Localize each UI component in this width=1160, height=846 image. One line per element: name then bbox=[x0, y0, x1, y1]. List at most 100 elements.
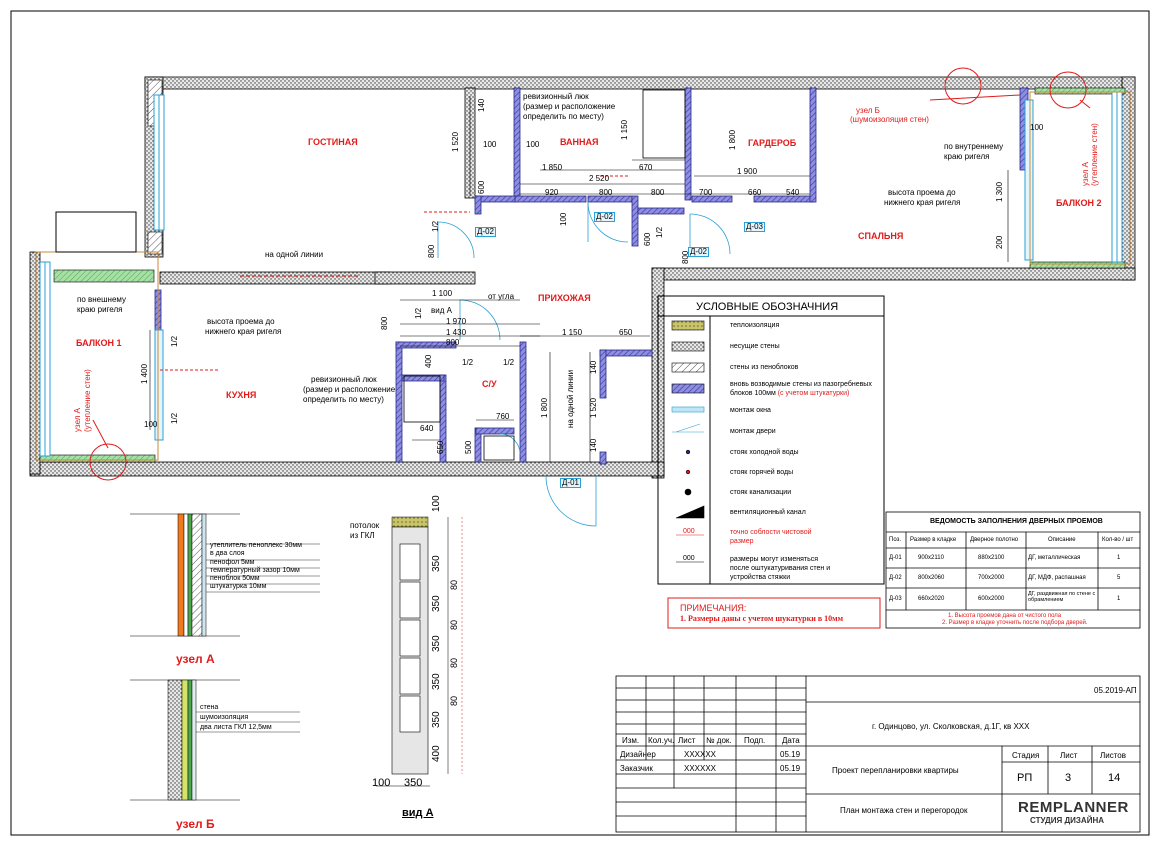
revision-hatch-mid-2: (размер и расположение bbox=[303, 385, 396, 394]
ds-h-desc: Описание bbox=[1048, 537, 1076, 543]
outer-edge-note-2: краю ригеля bbox=[77, 305, 123, 314]
node-a-right-callout-2: (утепление стен) bbox=[1090, 123, 1099, 186]
ds-r3-qty: 1 bbox=[1117, 596, 1121, 602]
node-a-line-1: утеплитель пеноплекс 30мм bbox=[210, 542, 302, 549]
ds-r2-qty: 5 bbox=[1117, 575, 1121, 581]
dim-140-top: 140 bbox=[477, 98, 486, 112]
outer-edge-note-1: по внешнему bbox=[77, 295, 126, 304]
room-living: ГОСТИНАЯ bbox=[308, 137, 358, 147]
dim-600: 600 bbox=[477, 180, 486, 194]
door-tag-d01: Д-01 bbox=[560, 478, 581, 488]
dim-100-d: 100 bbox=[144, 420, 158, 429]
ds-r2-pos: Д-02 bbox=[889, 575, 902, 581]
dim-1900: 1 900 bbox=[737, 167, 758, 176]
dim-100-e: 100 bbox=[559, 212, 568, 226]
door-swings bbox=[437, 201, 731, 527]
view-a-dim-80-4: 80 bbox=[449, 695, 459, 706]
view-a-dim-350-3: 350 bbox=[431, 635, 442, 652]
one-line-note-2: на одной линии bbox=[566, 369, 575, 428]
dim-600-b: 600 bbox=[643, 232, 652, 246]
tb-h-doc: № док. bbox=[706, 736, 732, 745]
dim-670: 670 bbox=[639, 163, 653, 172]
dim-half-1: 1/2 bbox=[431, 220, 440, 232]
tb-designer-name: XXXXXX bbox=[684, 750, 717, 759]
node-b-line-1: стена bbox=[200, 704, 219, 711]
legend-item-exact-2: размер bbox=[730, 538, 754, 545]
legend-item-window: монтаж окна bbox=[730, 407, 771, 414]
balcony-frames bbox=[35, 91, 1131, 461]
ds-r3-size: 660х2020 bbox=[918, 596, 945, 602]
legend-item-vary-1: размеры могут изменяться bbox=[730, 556, 819, 563]
tb-customer-name: XXXXXX bbox=[684, 764, 717, 773]
view-a-dim-80-2: 80 bbox=[449, 619, 459, 630]
view-a-dim-80-1: 80 bbox=[449, 579, 459, 590]
ds-note-1: 1. Высота проемов дана от чистого пола bbox=[948, 613, 1062, 619]
legend-item-vary-2: после оштукатуривания стен и bbox=[730, 565, 831, 572]
logo-main: REMPLANNER bbox=[1018, 799, 1129, 816]
inner-edge-note-1: по внутреннему bbox=[944, 142, 1004, 151]
ds-h-qty: Кол-во / шт bbox=[1102, 537, 1134, 543]
view-a-title: вид А bbox=[402, 807, 434, 819]
dim-half-6: 1/2 bbox=[462, 358, 474, 367]
room-balcony1: БАЛКОН 1 bbox=[76, 338, 122, 348]
dim-640: 640 bbox=[420, 424, 434, 433]
legend-item-sewer: стояк канализации bbox=[730, 489, 792, 496]
legend-item-vent: вентиляционный канал bbox=[730, 509, 806, 516]
opening-height-right-1: высота проема до bbox=[888, 188, 956, 197]
dim-650-b: 650 bbox=[436, 440, 445, 454]
view-a-bottom-100: 100 bbox=[372, 777, 391, 789]
door-tag-d03: Д-03 bbox=[744, 222, 765, 232]
tb-sheet-name: План монтажа стен и перегородок bbox=[840, 806, 968, 815]
opening-height-right-2: нижнего края ригеля bbox=[884, 198, 961, 207]
tb-address: г. Одинцово, ул. Сколковская, д.1Г, кв X… bbox=[872, 722, 1030, 731]
dim-800-a: 800 bbox=[599, 188, 613, 197]
ds-note-2: 2. Размер в кладке уточнить после подбор… bbox=[942, 620, 1088, 626]
dim-700: 700 bbox=[699, 188, 713, 197]
room-wardrobe: ГАРДЕРОБ bbox=[748, 138, 797, 148]
revision-hatch-mid-3: определить по месту) bbox=[303, 395, 384, 404]
node-a-left-callout-2: (утепление стен) bbox=[83, 369, 92, 432]
ds-h-size: Размер в кладке bbox=[910, 537, 957, 543]
legend-frame bbox=[657, 295, 885, 585]
node-a-right-callout-1: узел А bbox=[1081, 162, 1090, 186]
ds-r2-size: 800х2060 bbox=[918, 575, 945, 581]
opening-height-left-1: высота проема до bbox=[207, 317, 275, 326]
node-a-line-4: температурный зазор 10мм bbox=[210, 567, 300, 574]
legend-item-insulation: теплоизоляция bbox=[730, 322, 780, 329]
tb-project: Проект перепланировки квартиры bbox=[832, 766, 959, 775]
annotation-marks bbox=[89, 67, 1091, 481]
dim-800-c: 800 bbox=[446, 338, 460, 347]
dim-1520-top: 1 520 bbox=[451, 131, 460, 152]
dim-100-c: 100 bbox=[1030, 123, 1044, 132]
dim-800-b: 800 bbox=[651, 188, 665, 197]
room-balcony2: БАЛКОН 2 bbox=[1056, 198, 1102, 208]
dim-1100: 1 100 bbox=[432, 289, 453, 298]
legend-item-vary-3: устройства стяжки bbox=[730, 574, 791, 581]
ds-h-pos: Поз. bbox=[889, 537, 901, 543]
ds-r1-pos: Д-01 bbox=[889, 555, 902, 561]
dim-650: 650 bbox=[619, 328, 633, 337]
revision-hatch-mid-1: ревизионный люк bbox=[311, 375, 377, 384]
view-a-dim-350-1: 350 bbox=[431, 555, 442, 572]
view-a-dim-80-3: 80 bbox=[449, 657, 459, 668]
dim-1850: 1 850 bbox=[542, 163, 563, 172]
dim-1520-b: 1 520 bbox=[589, 397, 598, 418]
legend-title: УСЛОВНЫЕ ОБОЗНАЧНИЯ bbox=[696, 301, 839, 313]
from-corner-note: от угла bbox=[488, 292, 515, 301]
tb-h-izm: Изм. bbox=[622, 736, 640, 745]
legend-sym-exact: 000 bbox=[683, 528, 695, 535]
tb-h-kol: Кол.уч. bbox=[648, 736, 675, 745]
dim-500: 500 bbox=[464, 440, 473, 454]
door-tag-d02-a: Д-02 bbox=[475, 227, 496, 237]
title-block-frame bbox=[615, 675, 1141, 833]
dim-1150-b: 1 150 bbox=[562, 328, 583, 337]
node-b-line-3: два листа ГКЛ 12,5мм bbox=[200, 724, 272, 731]
node-a-line-3: пенофол 5мм bbox=[210, 559, 255, 566]
legend-item-exact-1: точно соблости чистовой bbox=[730, 529, 812, 536]
room-hall: ПРИХОЖАЯ bbox=[538, 293, 591, 303]
new-partitions bbox=[154, 87, 1029, 465]
door-tag-d02-c: Д-02 bbox=[688, 247, 709, 257]
node-a-left-callout-1: узел А bbox=[73, 408, 82, 432]
legend-sym-vary: 000 bbox=[683, 555, 695, 562]
